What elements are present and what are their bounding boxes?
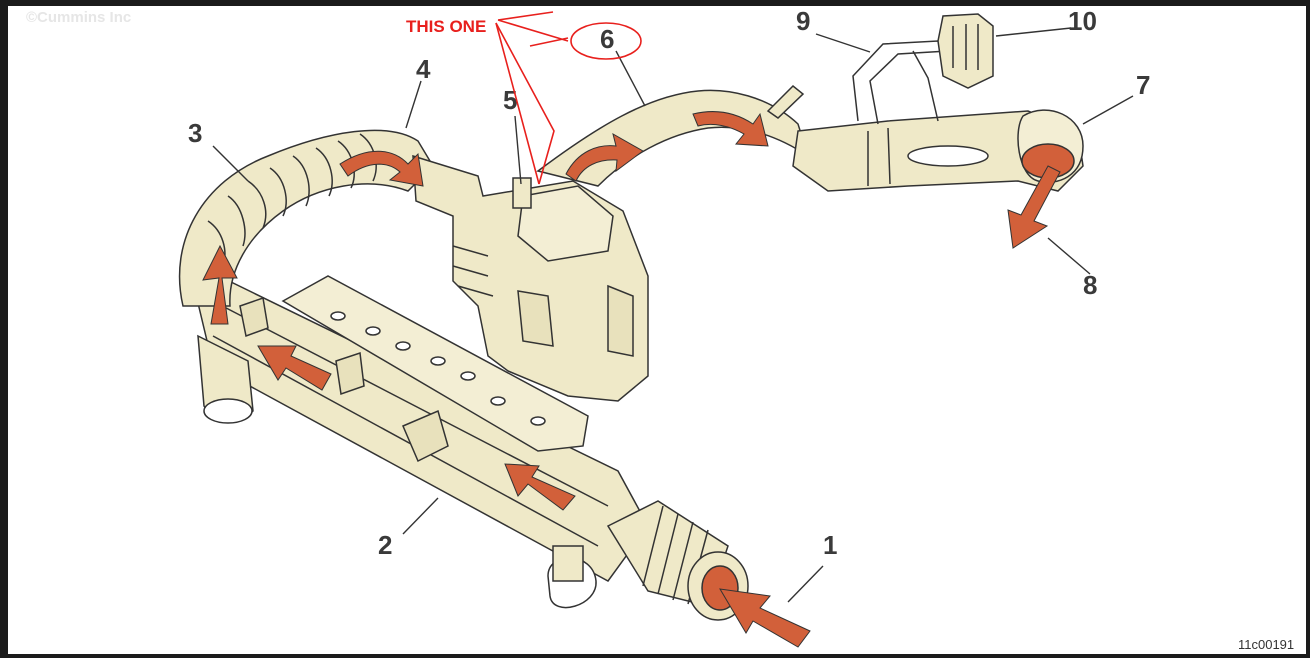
annotation-pointer-2 [495,22,555,185]
flow-arrow-inlet [719,588,811,648]
cooler-clip-mid [335,351,365,396]
valve-sensor-stub [512,177,532,209]
callout-2: 2 [378,530,392,560]
diagram-frame: ©Cummins Inc [8,6,1306,654]
egr-cooler-diagram: ©Cummins Inc [26,6,1294,652]
flow-arrow-elbow [339,150,424,187]
flow-arrow-cooler-lower [504,463,576,511]
leader-5 [514,115,522,185]
valve-actuator-block [517,185,614,262]
leader-10 [995,27,1072,37]
callout-7: 7 [1136,70,1150,100]
callout-6: 6 [600,24,614,54]
leader-9 [815,33,871,53]
cooler-bracket [402,409,449,463]
sensor-lines [852,40,949,125]
flow-arrow-cooler-upper [257,345,332,391]
annotation-bracket [497,11,569,42]
flow-arrow-downstream [692,111,769,147]
callout-1: 1 [823,530,837,560]
red-annotation [495,11,642,185]
leader-8 [1047,237,1091,275]
leader-lines [212,27,1134,603]
cooler-clip-left [239,296,269,338]
cooler-strip-holes [330,311,546,426]
flow-arrow-outlet [1007,165,1061,249]
leader-2 [402,497,439,535]
flow-arrow-crossover [565,132,644,182]
flow-arrow-bend-up [202,244,238,325]
figure-id: 11c00191 [1238,637,1294,652]
callout-5: 5 [503,85,517,115]
corrugated-elbow [178,129,434,307]
annotation-pointer-1 [495,22,540,185]
leader-4 [405,80,422,129]
flow-arrows [202,111,1061,648]
leader-3 [212,145,249,182]
crossover-tube [536,89,810,187]
callout-9: 9 [796,6,810,36]
annotation-circle [570,22,642,60]
leader-7 [1082,95,1134,125]
annotation-note: THIS ONE [406,17,486,36]
watermark-text: ©Cummins Inc [26,9,131,26]
annotation-pointer-tick [529,37,569,47]
leader-1 [787,565,824,603]
component-drawings [178,13,1084,621]
temperature-sensor [766,84,805,119]
callout-3: 3 [188,118,202,148]
callout-8: 8 [1083,270,1097,300]
callout-4: 4 [416,54,431,84]
leader-6 [615,50,646,107]
callout-10: 10 [1068,6,1097,36]
